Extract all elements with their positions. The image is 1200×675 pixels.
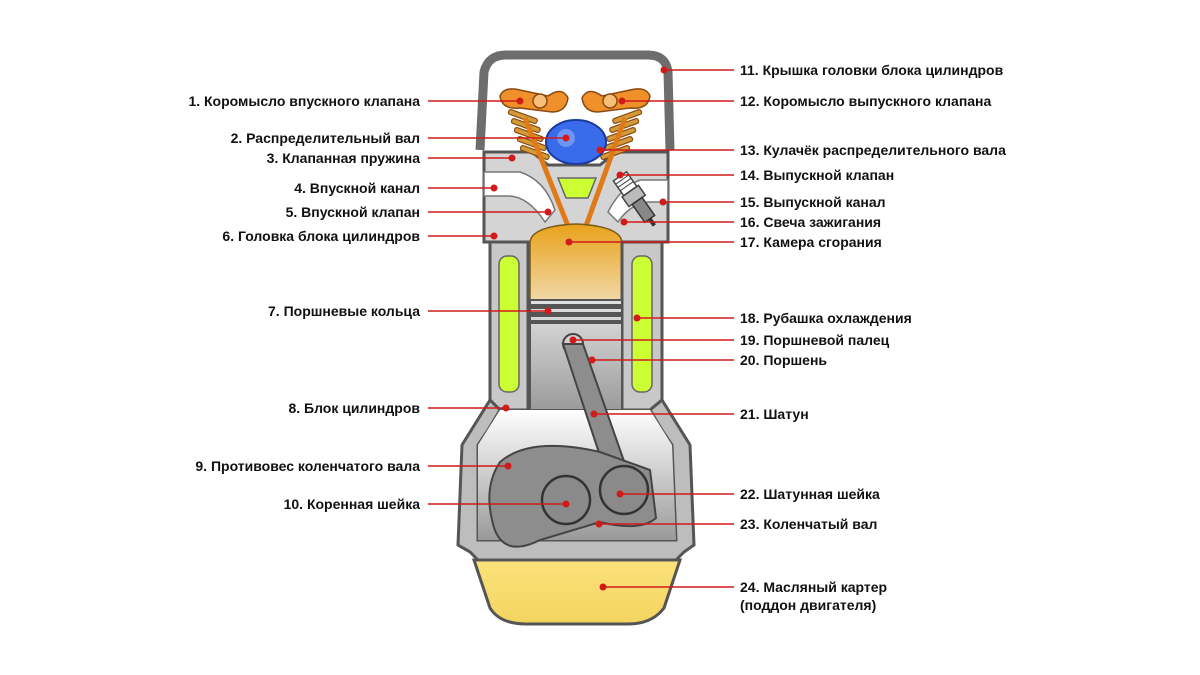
label-4: 4. Впускной канал	[294, 180, 420, 196]
coolant-jacket-left	[498, 255, 520, 393]
label-20: 20. Поршень	[740, 352, 827, 368]
dot-17	[565, 238, 573, 246]
label-10: 10. Коренная шейка	[284, 496, 421, 512]
dot-9	[504, 462, 512, 470]
intake-port	[483, 171, 556, 224]
dot-21	[590, 410, 598, 418]
dot-15	[659, 198, 667, 206]
crankpin	[598, 464, 650, 516]
label-24-line2: (поддон двигателя)	[740, 597, 876, 613]
dot-8	[502, 404, 510, 412]
label-7: 7. Поршневые кольца	[268, 303, 420, 319]
dot-7	[544, 307, 552, 315]
label-19: 19. Поршневой палец	[740, 332, 890, 348]
label-12: 12. Коромысло выпускного клапана	[740, 93, 992, 109]
leader-lines	[428, 69, 734, 588]
label-23: 23. Коленчатый вал	[740, 516, 877, 532]
label-17: 17. Камера сгорания	[740, 234, 882, 250]
piston-ring-1	[530, 304, 622, 309]
label-11: 11. Крышка головки блока цилиндров	[740, 62, 1004, 78]
label-13: 13. Кулачёк распределительного вала	[740, 142, 1006, 158]
label-16: 16. Свеча зажигания	[740, 214, 881, 230]
oil-pan	[471, 558, 683, 626]
leader-dots	[490, 66, 668, 591]
label-5: 5. Впускной клапан	[286, 204, 420, 220]
labels-right: 11. Крышка головки блока цилиндров 12. К…	[740, 62, 1006, 613]
dot-19	[569, 336, 577, 344]
label-9: 9. Противовес коленчатого вала	[195, 458, 420, 474]
label-24: 24. Масляный картер	[740, 579, 887, 595]
dot-18	[633, 314, 641, 322]
dot-10	[562, 500, 570, 508]
piston-ring-3	[530, 320, 622, 324]
cam-lobe	[545, 119, 607, 165]
dot-3	[508, 154, 516, 162]
dot-1	[516, 97, 524, 105]
label-18: 18. Рубашка охлаждения	[740, 310, 912, 326]
label-2: 2. Распределительный вал	[231, 130, 420, 146]
dot-13	[596, 146, 604, 154]
dot-14	[616, 171, 624, 179]
exhaust-valve-stem	[583, 117, 628, 227]
head-coolant	[556, 177, 598, 199]
label-3: 3. Клапанная пружина	[267, 150, 421, 166]
label-1: 1. Коромысло впускного клапана	[188, 93, 420, 109]
coolant-jacket-right	[631, 255, 653, 393]
dot-4	[490, 184, 498, 192]
piston-ring-2	[530, 312, 622, 317]
label-8: 8. Блок цилиндров	[288, 400, 420, 416]
valve-cover	[475, 50, 675, 151]
label-15: 15. Выпускной канал	[740, 194, 886, 210]
intake-valve-stem	[522, 117, 571, 227]
main-journal	[540, 474, 592, 526]
engine-illustration	[456, 50, 696, 626]
dot-12	[618, 97, 626, 105]
dot-22	[616, 490, 624, 498]
intake-rocker-pivot	[532, 93, 548, 109]
dot-16	[620, 218, 628, 226]
dot-11	[660, 66, 668, 74]
label-22: 22. Шатунная шейка	[740, 486, 880, 502]
exhaust-rocker-pivot	[602, 93, 618, 109]
dot-6	[490, 232, 498, 240]
dot-20	[588, 356, 596, 364]
label-14: 14. Выпускной клапан	[740, 167, 894, 183]
labels-left: 1. Коромысло впускного клапана 2. Распре…	[188, 93, 420, 512]
dot-2	[562, 134, 570, 142]
dot-24	[599, 583, 607, 591]
label-6: 6. Головка блока цилиндров	[222, 228, 420, 244]
label-21: 21. Шатун	[740, 406, 809, 422]
dot-5	[544, 208, 552, 216]
dot-23	[595, 520, 603, 528]
combustion-chamber	[529, 223, 623, 301]
